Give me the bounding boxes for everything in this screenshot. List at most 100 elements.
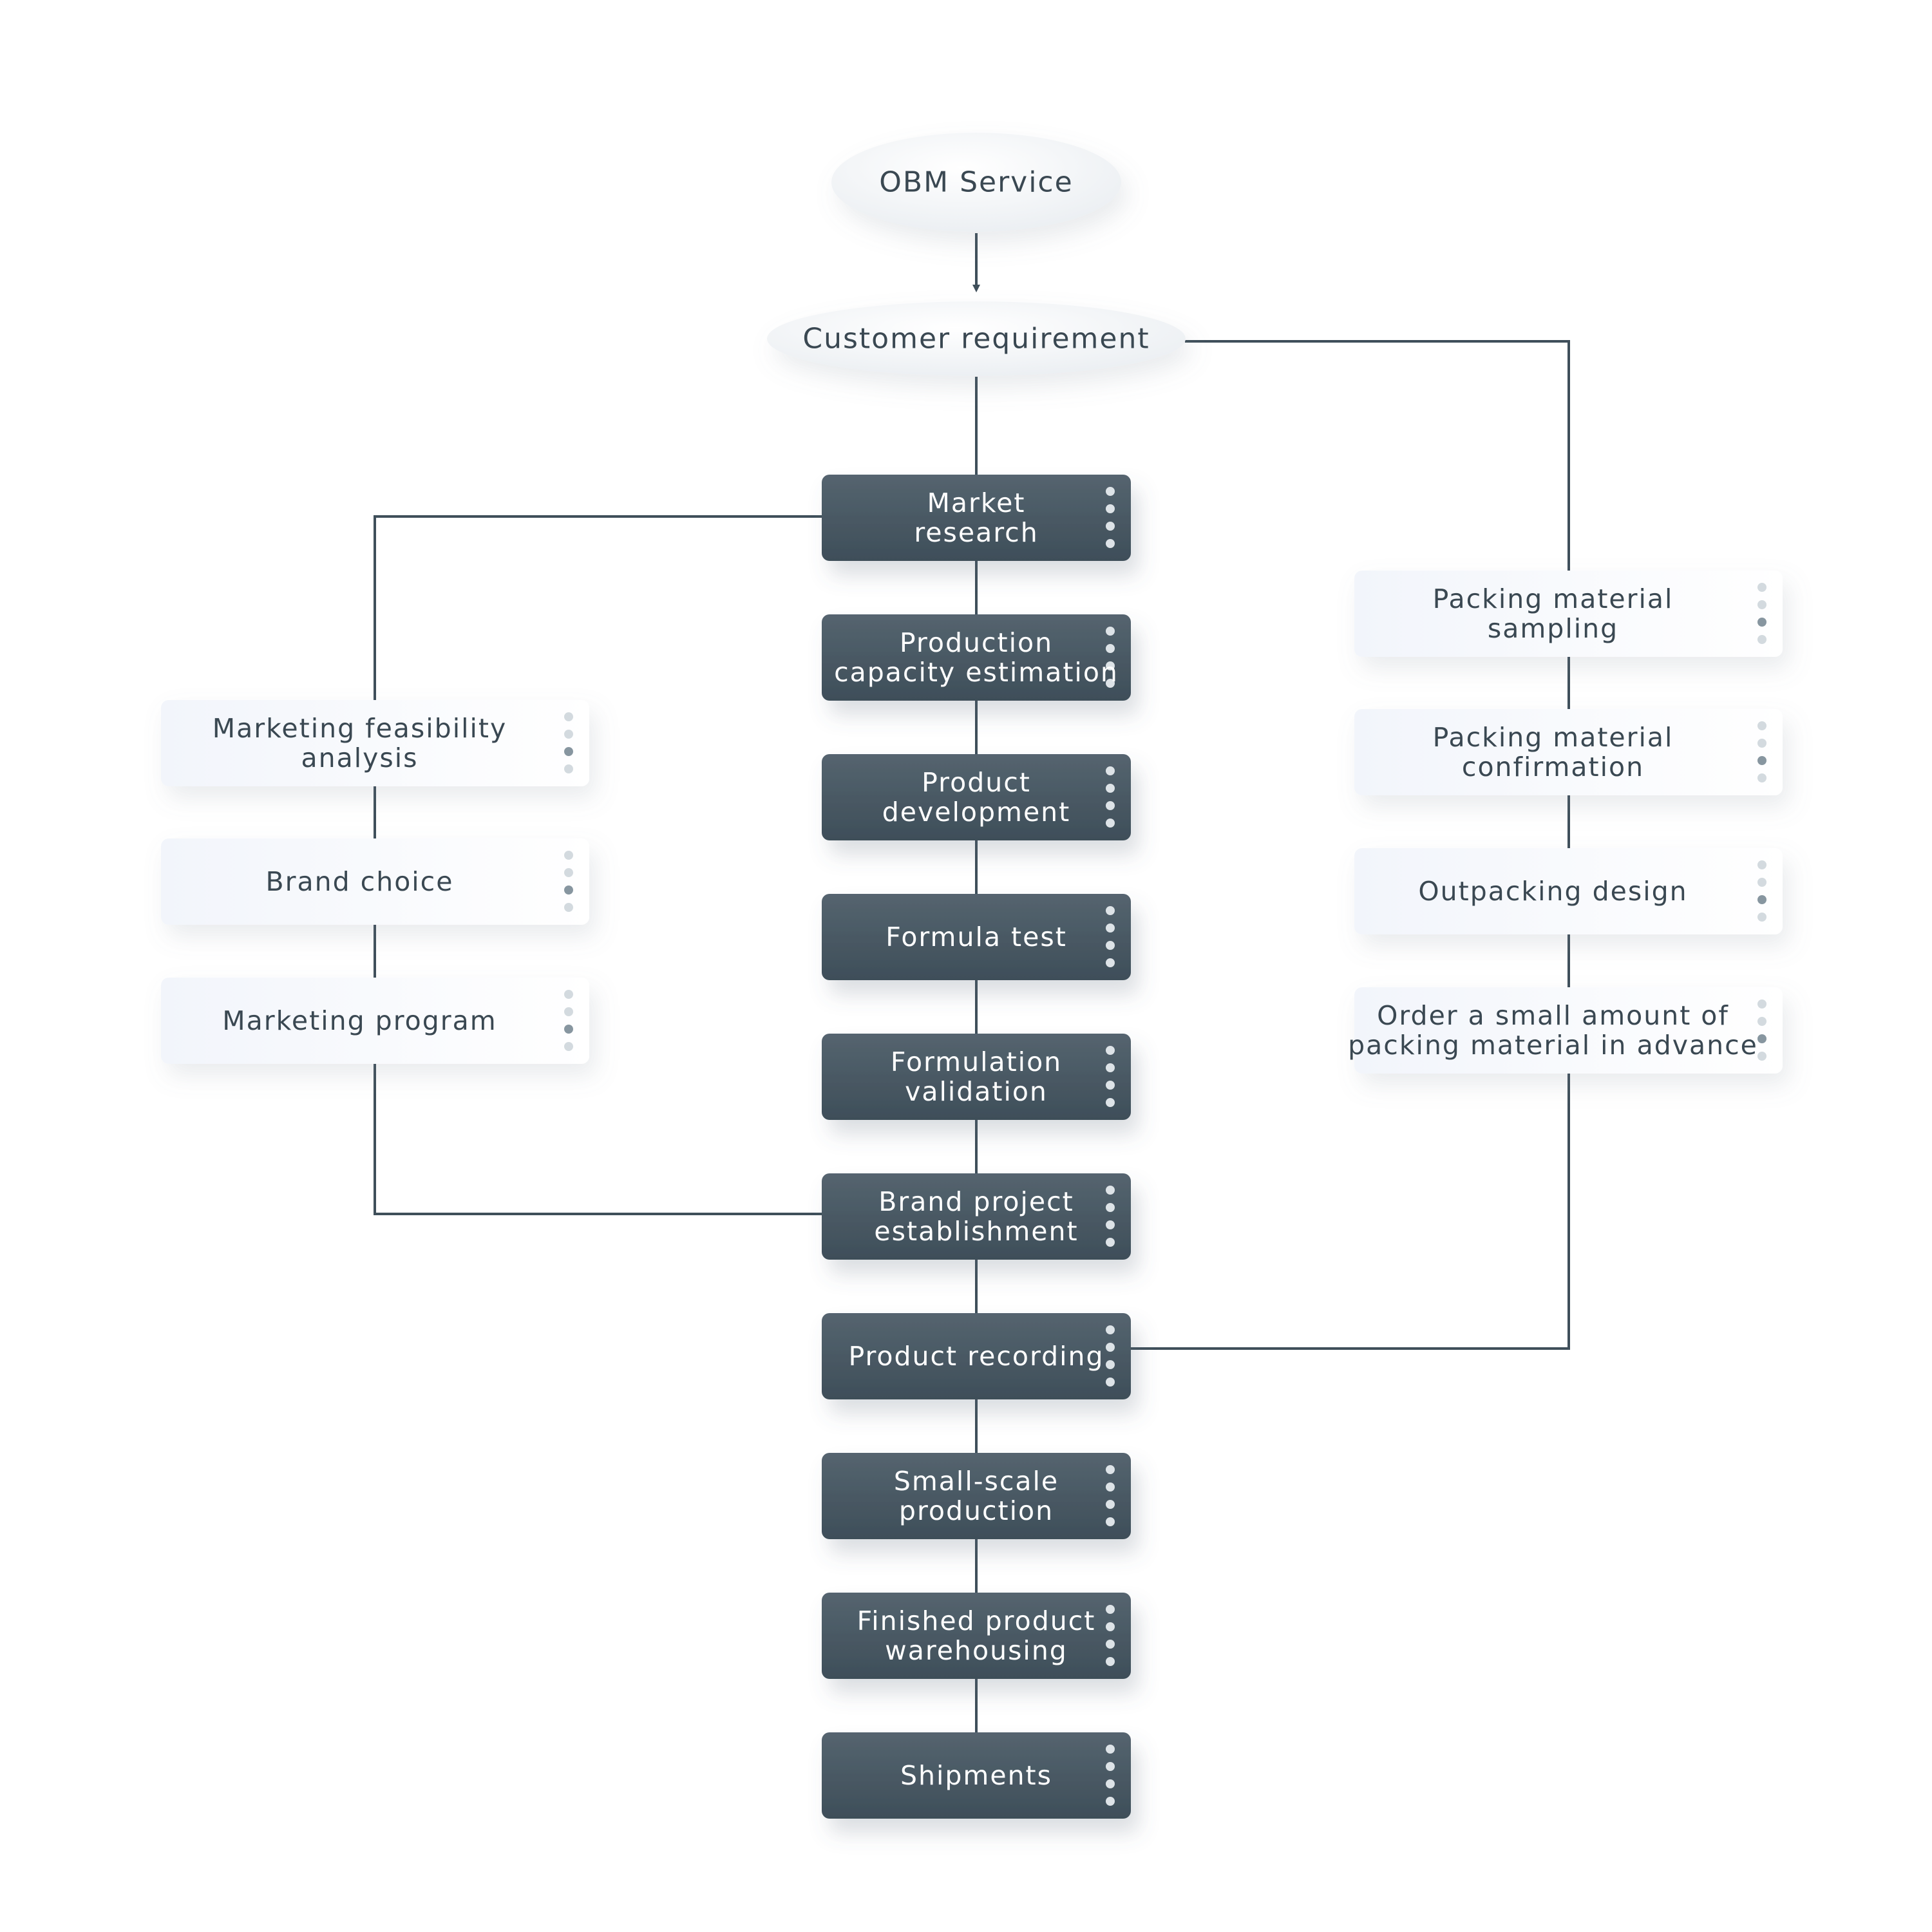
flow-step-label: Packing material [1433, 583, 1674, 614]
dot [1106, 958, 1115, 967]
flow-step-outpacking: Outpacking design [1354, 848, 1783, 934]
dot [1757, 1017, 1766, 1026]
dot [1757, 913, 1766, 922]
dot [1757, 860, 1766, 869]
flow-step-label: Formula test [886, 922, 1067, 952]
customer-requirement-label: Customer requirement [802, 323, 1150, 355]
flow-step-box [822, 614, 1131, 701]
dot [1757, 999, 1766, 1009]
flow-step-label: capacity estimation [834, 657, 1119, 688]
vertical-dots-icon [564, 712, 573, 773]
dot [1106, 504, 1115, 513]
dot [1106, 1203, 1115, 1212]
vertical-dots-icon [1106, 1605, 1115, 1666]
flow-step-box [822, 1313, 1131, 1399]
dot [1757, 878, 1766, 887]
dot [1106, 1343, 1115, 1352]
dot [564, 1042, 573, 1051]
vertical-dots-icon [1757, 999, 1766, 1061]
flow-step-label: research [914, 517, 1038, 548]
flow-step-box [1354, 709, 1783, 795]
vertical-dots-icon [1106, 1745, 1115, 1806]
dot [1106, 1745, 1115, 1754]
dot [1757, 721, 1766, 730]
flow-step-label: development [882, 797, 1070, 828]
dot [1106, 766, 1115, 775]
dot [564, 903, 573, 912]
flow-step-label: Order a small amount of [1377, 1000, 1729, 1031]
flow-step-program: Marketing program [161, 978, 589, 1064]
flow-step-box [822, 1732, 1131, 1819]
vertical-dots-icon [1757, 721, 1766, 782]
dot [1106, 1063, 1115, 1072]
dot [1106, 1762, 1115, 1771]
dot [1106, 487, 1115, 496]
dot [564, 730, 573, 739]
flow-step-label: analysis [301, 743, 418, 773]
dot [1106, 1465, 1115, 1474]
connector-right-branch [1131, 340, 1570, 1350]
vertical-dots-icon [1106, 766, 1115, 828]
dot [564, 747, 573, 756]
flow-step-label: validation [905, 1076, 1048, 1107]
flow-step-box [1354, 987, 1783, 1074]
flow-step-label: Formulation [891, 1046, 1062, 1077]
dot [1106, 801, 1115, 810]
dot [1757, 895, 1766, 904]
dot [1106, 539, 1115, 548]
flow-step-brandchoice: Brand choice [161, 838, 589, 925]
dot [1106, 1378, 1115, 1387]
flow-step-box [822, 1173, 1131, 1260]
flow-step-label: Packing material [1433, 722, 1674, 753]
flow-step-label: Outpacking design [1418, 876, 1687, 907]
vertical-dots-icon [1757, 860, 1766, 922]
vertical-dots-icon [1757, 583, 1766, 644]
dot [1106, 1779, 1115, 1788]
flow-step-box [822, 754, 1131, 840]
flow-step-box [161, 838, 589, 925]
dot [1106, 906, 1115, 915]
flow-step-recording: Product recording [822, 1313, 1131, 1399]
dot [1757, 583, 1766, 592]
flow-step-shipments: Shipments [822, 1732, 1131, 1819]
dot [1106, 1657, 1115, 1666]
dot [1757, 618, 1766, 627]
flow-step-label: Shipments [900, 1760, 1052, 1791]
flow-step-box [1354, 571, 1783, 657]
flow-step-label: Brand choice [266, 866, 454, 897]
dot [1106, 1046, 1115, 1055]
dot [1106, 1517, 1115, 1526]
dot [564, 712, 573, 721]
flow-step-box [822, 1593, 1131, 1679]
vertical-dots-icon [1106, 1325, 1115, 1387]
dot [1106, 1081, 1115, 1090]
dot [1757, 773, 1766, 782]
flow-step-label: Production [900, 627, 1053, 658]
dot [1106, 1605, 1115, 1614]
flow-step-label: packing material in advance [1348, 1030, 1758, 1061]
flow-step-label: Market [927, 488, 1026, 518]
flow-step-label: Product [922, 767, 1031, 798]
dot [1106, 679, 1115, 688]
dot [564, 990, 573, 999]
flow-step-label: warehousing [885, 1635, 1068, 1666]
dot [1757, 1034, 1766, 1043]
flow-step-label: Marketing program [222, 1005, 497, 1036]
dot [1106, 1500, 1115, 1509]
dot [1106, 1360, 1115, 1369]
dot [1106, 1220, 1115, 1229]
dot [1757, 600, 1766, 609]
dot [1106, 923, 1115, 933]
dot [1106, 1640, 1115, 1649]
flow-step-label: Marketing feasibility [213, 713, 507, 744]
dot [1106, 627, 1115, 636]
